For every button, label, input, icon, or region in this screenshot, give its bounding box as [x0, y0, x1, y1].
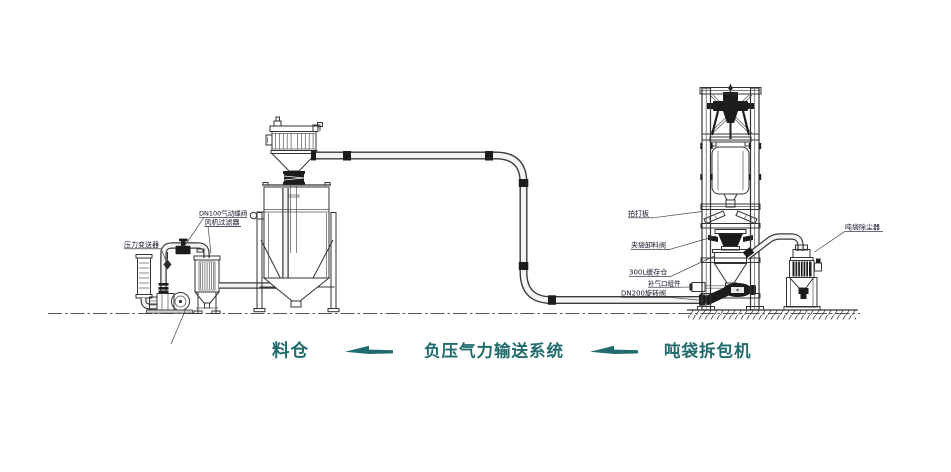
storage-silo: [249, 182, 340, 313]
label-beating-plate: 拍打板: [628, 209, 649, 218]
label-pressure-transmitter: 压力变送器: [124, 240, 159, 249]
vacuum-receiver: [265, 116, 323, 185]
vacuum-pump: [146, 290, 193, 345]
dust-collector-pipe: [742, 233, 804, 260]
ton-bag: [711, 146, 750, 208]
ton-bag-dust-collector: [783, 244, 822, 311]
filter-cartridge: [792, 261, 812, 277]
label-blower-filter: 风机过滤器: [205, 218, 240, 227]
caption-silo: 料仓: [272, 341, 309, 362]
label-air-makeup-port: 补气口组件: [648, 279, 681, 288]
label-dust-collector: 吨袋除尘器: [845, 223, 880, 232]
filter-tubes: [275, 133, 314, 149]
label-bag-clamp-valve: 夹袋卸料阀: [631, 241, 666, 250]
pipe-coupling: [485, 151, 493, 161]
bag-clamp-discharge-valve: [708, 229, 753, 251]
buffer-hopper-300l: [712, 249, 749, 284]
caption-bag-unloader: 吨袋拆包机: [664, 341, 752, 361]
annotations: 压力变送器 DN100气动蝶阀 风机过滤器 拍打板 夹袋卸料阀 300L缓存仓 …: [124, 209, 883, 301]
flow-caption: 料仓 负压气力输送系统 吨袋拆包机: [272, 341, 752, 362]
discharge-bellows: [283, 171, 305, 185]
flow-arrow-left-1: [345, 345, 393, 354]
dn100-butterfly-valve: [175, 238, 191, 255]
vacuum-line: [219, 188, 289, 289]
pipe-coupling: [518, 262, 529, 270]
pipe-coupling: [548, 295, 556, 305]
pipe-coupling: [518, 179, 529, 187]
conveying-pipe: [311, 150, 702, 305]
silencer: [135, 254, 157, 310]
caption-conveying-system: 负压气力输送系统: [424, 341, 564, 361]
suction-manifold: [158, 238, 210, 291]
hoist: [707, 84, 754, 139]
ton-bag-unloader: [689, 84, 764, 311]
label-rotary-valve: DN200旋转阀: [621, 289, 666, 298]
pressure-transmitter-instrument: [163, 252, 172, 270]
flow-arrow-left-2: [590, 345, 638, 354]
label-buffer-hopper: 300L缓存仓: [629, 268, 667, 277]
label-dn100-butterfly-valve: DN100气动蝶阀: [199, 209, 247, 218]
blower-filter-canister: [193, 248, 221, 314]
frame-columns: [697, 87, 764, 311]
beating-plates: [703, 210, 758, 225]
pipe-coupling: [343, 151, 351, 161]
